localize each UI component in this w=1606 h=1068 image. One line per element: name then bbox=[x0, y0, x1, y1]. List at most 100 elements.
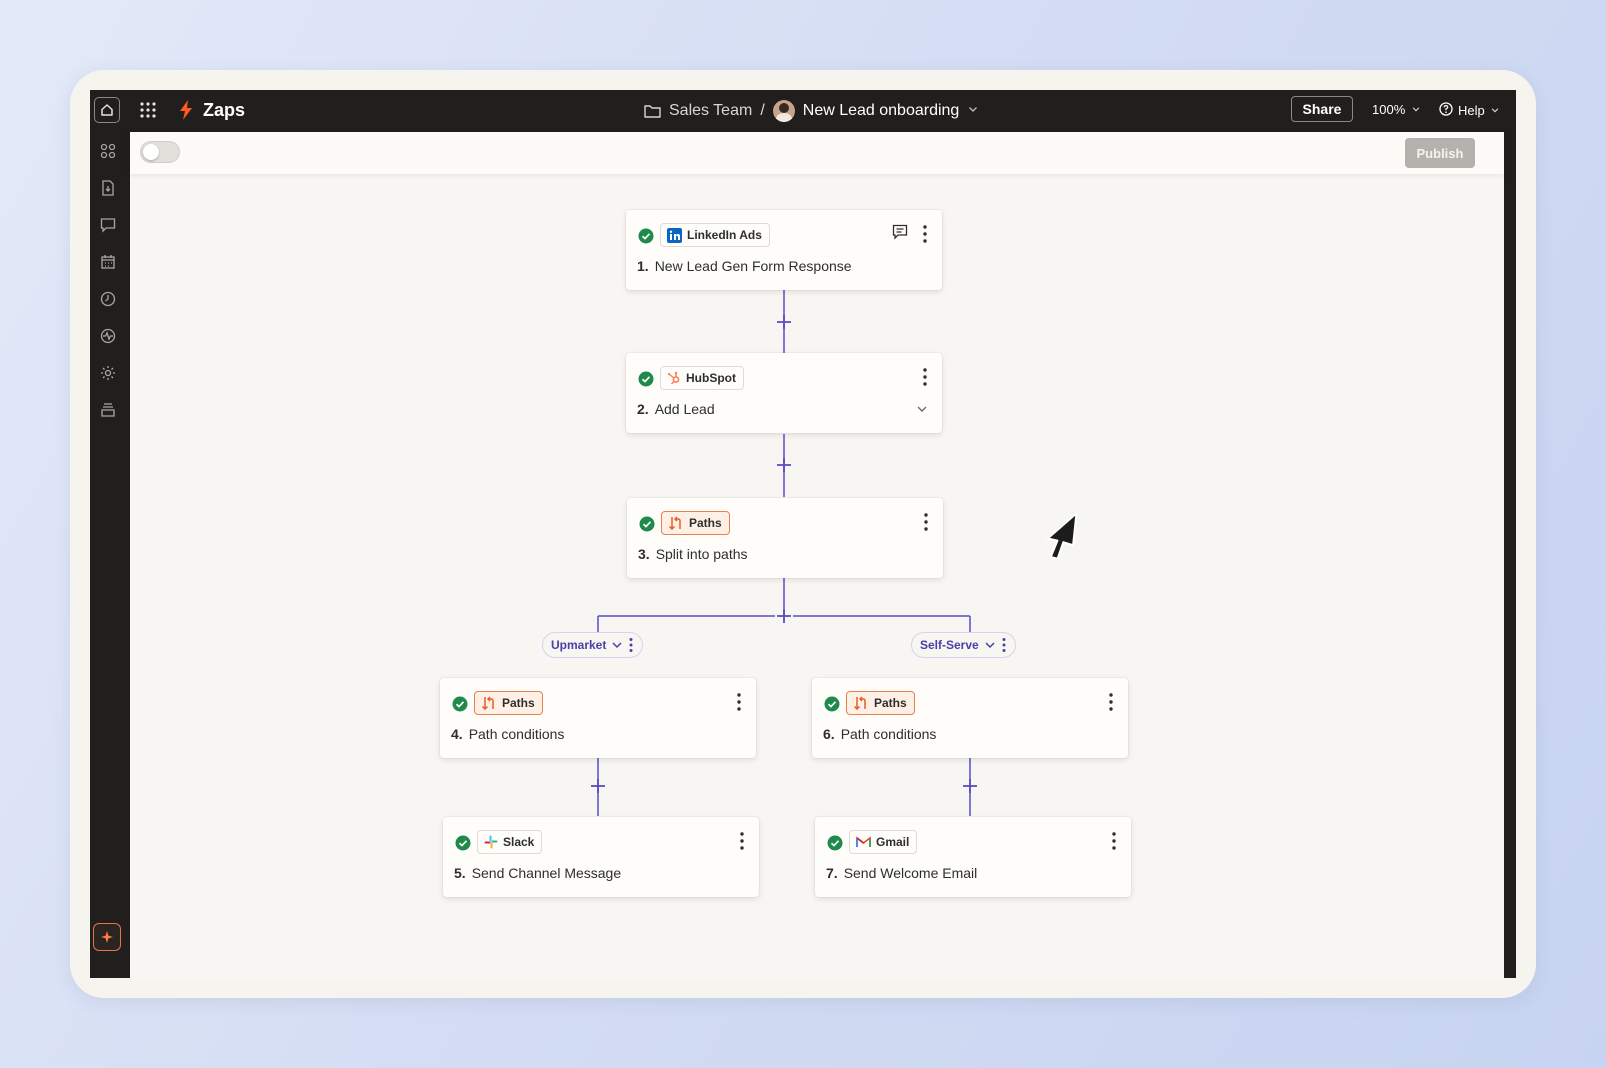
settings-icon[interactable] bbox=[100, 365, 116, 381]
step-card-4[interactable]: Paths 4. Path conditions bbox=[440, 678, 756, 758]
app-title[interactable]: Zaps bbox=[203, 100, 246, 120]
step-number: 7. bbox=[826, 865, 838, 881]
home-icon[interactable] bbox=[94, 97, 120, 123]
step-card-3[interactable]: Paths 3.Split into paths bbox=[627, 498, 943, 578]
step-card-7[interactable]: Gmail 7. Send Welcome Email bbox=[815, 817, 1131, 897]
more-options-icon[interactable] bbox=[922, 367, 928, 387]
add-step-icon bbox=[777, 458, 791, 472]
zoom-select[interactable]: 100% bbox=[1372, 102, 1421, 117]
zap-editor: Zaps Sales Team / New Lead onboarding Sh… bbox=[90, 90, 1516, 978]
gmail-icon bbox=[856, 836, 871, 847]
more-options-icon bbox=[629, 638, 633, 652]
zap-on-off-toggle[interactable] bbox=[140, 141, 180, 163]
paths-icon bbox=[668, 516, 681, 530]
breadcrumb-separator: / bbox=[760, 102, 765, 119]
calendar-icon[interactable] bbox=[100, 254, 116, 270]
step-number: 5. bbox=[454, 865, 466, 881]
more-options-icon[interactable] bbox=[923, 512, 929, 532]
step-number: 1. bbox=[637, 258, 649, 274]
archive-icon[interactable] bbox=[100, 402, 116, 418]
chevron-down-icon bbox=[985, 642, 995, 649]
more-options-icon[interactable] bbox=[922, 224, 928, 244]
app-name: Paths bbox=[689, 516, 722, 530]
more-options-icon[interactable] bbox=[1108, 692, 1114, 712]
activity-icon[interactable] bbox=[100, 328, 116, 344]
step-title: 4. Path conditions bbox=[451, 726, 564, 742]
app-name: Paths bbox=[874, 696, 907, 710]
zap-canvas[interactable]: Publish bbox=[130, 132, 1506, 978]
app-grid-icon[interactable] bbox=[139, 101, 157, 119]
chevron-down-icon bbox=[612, 642, 622, 649]
breadcrumb-folder[interactable]: Sales Team bbox=[669, 102, 753, 119]
path-label-upmarket[interactable]: Upmarket bbox=[542, 632, 644, 658]
more-options-icon[interactable] bbox=[739, 831, 745, 851]
add-step-icon bbox=[591, 779, 605, 793]
chevron-down-icon bbox=[1490, 103, 1500, 118]
linkedin-icon bbox=[667, 227, 682, 243]
app-badge: LinkedIn Ads bbox=[660, 223, 770, 247]
step-card-5[interactable]: Slack 5. Send Channel Message bbox=[443, 817, 759, 897]
more-options-icon[interactable] bbox=[1111, 831, 1117, 851]
history-icon[interactable] bbox=[100, 291, 116, 307]
help-circle-icon bbox=[1439, 102, 1453, 119]
slack-icon bbox=[484, 835, 498, 849]
more-options-icon[interactable] bbox=[736, 692, 742, 712]
step-title: 6.Path conditions bbox=[823, 726, 936, 742]
app-badge: HubSpot bbox=[660, 366, 744, 390]
step-number: 3. bbox=[638, 546, 650, 562]
check-circle-icon bbox=[827, 835, 843, 851]
step-action: Add Lead bbox=[654, 401, 715, 417]
app-badge: Paths bbox=[661, 511, 730, 535]
app-badge: Gmail bbox=[849, 830, 918, 854]
comment-icon[interactable] bbox=[892, 224, 908, 240]
app-name: LinkedIn Ads bbox=[687, 228, 762, 242]
comment-icon[interactable] bbox=[100, 217, 116, 233]
step-number: 4. bbox=[451, 726, 463, 742]
step-title: 1.New Lead Gen Form Response bbox=[637, 258, 852, 274]
check-circle-icon bbox=[452, 696, 468, 712]
avatar bbox=[772, 100, 795, 122]
step-card-6[interactable]: Paths 6.Path conditions bbox=[812, 678, 1128, 758]
share-button[interactable]: Share bbox=[1291, 96, 1353, 122]
zoom-value: 100% bbox=[1372, 102, 1406, 117]
app-badge: Paths bbox=[474, 691, 543, 715]
file-icon[interactable] bbox=[100, 180, 116, 196]
breadcrumb: Sales Team / New Lead onboarding bbox=[644, 98, 979, 124]
chevron-down-icon[interactable] bbox=[916, 403, 928, 415]
step-action: Send Channel Message bbox=[471, 865, 622, 881]
step-card-1[interactable]: LinkedIn Ads 1.New Lead Gen Form Respons… bbox=[626, 210, 942, 290]
help-menu[interactable]: Help bbox=[1439, 102, 1500, 119]
check-circle-icon bbox=[638, 228, 654, 244]
chevron-down-icon bbox=[1411, 102, 1421, 117]
step-title: 3.Split into paths bbox=[638, 546, 748, 562]
editor-control-bar: Publish bbox=[130, 132, 1504, 174]
step-title: 7. Send Welcome Email bbox=[826, 865, 977, 881]
zap-name[interactable]: New Lead onboarding bbox=[802, 102, 960, 119]
check-circle-icon bbox=[639, 516, 655, 532]
step-title: 5. Send Channel Message bbox=[454, 865, 621, 881]
publish-button[interactable]: Publish bbox=[1405, 138, 1475, 168]
step-action: Path conditions bbox=[840, 726, 937, 742]
step-card-2[interactable]: HubSpot 2.Add Lead bbox=[626, 353, 942, 433]
add-step-icon bbox=[963, 779, 977, 793]
paths-icon bbox=[853, 696, 866, 710]
add-step-icon bbox=[777, 609, 791, 623]
step-action: Send Welcome Email bbox=[843, 865, 978, 881]
path-name: Upmarket bbox=[551, 638, 607, 652]
app-name: Slack bbox=[503, 835, 535, 849]
path-name: Self-Serve bbox=[920, 638, 979, 652]
sidebar bbox=[90, 132, 128, 978]
app-badge: Slack bbox=[477, 830, 543, 854]
app-name: Paths bbox=[502, 696, 535, 710]
step-title: 2.Add Lead bbox=[637, 401, 715, 417]
app-name: HubSpot bbox=[686, 371, 736, 385]
chevron-down-icon[interactable] bbox=[967, 102, 979, 120]
check-circle-icon bbox=[824, 696, 840, 712]
apps-icon[interactable] bbox=[100, 143, 116, 159]
step-action: Path conditions bbox=[468, 726, 565, 742]
path-label-self-serve[interactable]: Self-Serve bbox=[911, 632, 1016, 658]
ai-sparkle-icon[interactable] bbox=[93, 923, 121, 951]
top-bar: Zaps Sales Team / New Lead onboarding Sh… bbox=[90, 90, 1516, 132]
check-circle-icon bbox=[455, 835, 471, 851]
check-circle-icon bbox=[638, 371, 654, 387]
